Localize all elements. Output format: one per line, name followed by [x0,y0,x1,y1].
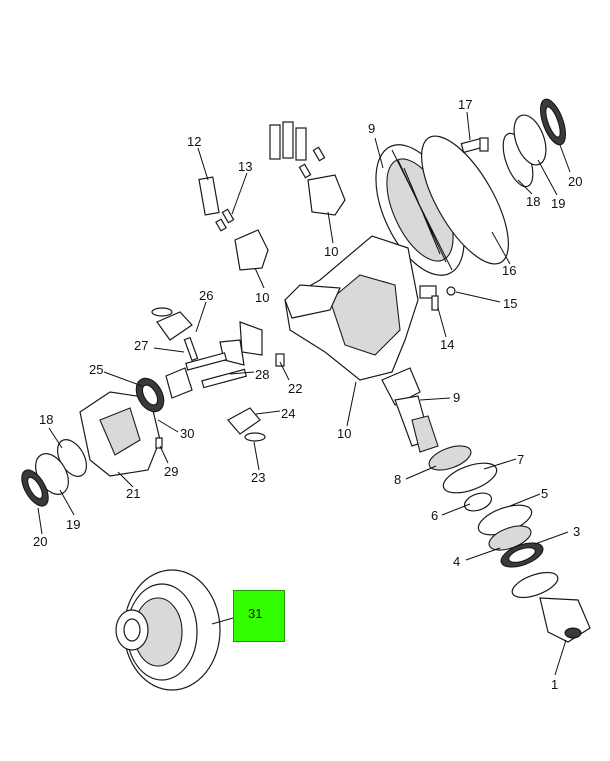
callout-23[interactable]: 23 [251,470,265,485]
callout-10-cap-middle[interactable]: 10 [324,244,338,259]
callout-19-right[interactable]: 19 [551,196,565,211]
nut-15 [446,286,456,296]
callout-19-left[interactable]: 19 [66,517,80,532]
sensor-14 [419,285,439,311]
callout-22[interactable]: 22 [288,381,302,396]
pinion-bearing-stack [428,445,544,568]
callout-13[interactable]: 13 [238,159,252,174]
carrier-housing [284,235,419,381]
bearing-cap-left [198,176,269,271]
callout-12[interactable]: 12 [187,134,201,149]
gasket-ring [420,135,510,265]
callout-10-cap-left[interactable]: 10 [255,290,269,305]
callout-10-housing[interactable]: 10 [337,426,351,441]
callout-4[interactable]: 4 [453,554,460,569]
callout-7[interactable]: 7 [517,452,524,467]
callout-15[interactable]: 15 [503,296,517,311]
callout-3[interactable]: 3 [573,524,580,539]
callout-31-label: 31 [248,606,263,621]
callout-20-left[interactable]: 20 [33,534,47,549]
pinion-gear [381,367,439,453]
callout-18-left[interactable]: 18 [39,412,53,427]
yoke [511,571,591,643]
differential-case [79,377,165,477]
left-bearing-set [21,439,88,507]
callout-8[interactable]: 8 [394,472,401,487]
callout-17[interactable]: 17 [458,97,472,112]
callout-5[interactable]: 5 [541,486,548,501]
callout-20-right[interactable]: 20 [568,174,582,189]
differential-assembly-31 [115,569,221,691]
spider-gears [151,307,285,442]
callout-24[interactable]: 24 [281,406,295,421]
callout-16[interactable]: 16 [502,263,516,278]
right-bearing-set [502,98,566,188]
callout-28[interactable]: 28 [255,367,269,382]
bearing-cap-middle [269,121,346,216]
callout-6[interactable]: 6 [431,508,438,523]
callout-27[interactable]: 27 [134,338,148,353]
callout-1[interactable]: 1 [551,677,558,692]
callout-25[interactable]: 25 [89,362,103,377]
callout-31-highlight-box[interactable]: 31 [233,590,285,642]
callout-9-pinion[interactable]: 9 [453,390,460,405]
callout-labels: 1 3 4 5 6 7 8 9 9 10 10 10 12 13 14 15 1… [33,97,582,692]
callout-9-ring-gear[interactable]: 9 [368,121,375,136]
callout-30[interactable]: 30 [180,426,194,441]
bolt-17 [460,137,489,154]
callout-14[interactable]: 14 [440,337,454,352]
callout-21[interactable]: 21 [126,486,140,501]
callout-18-right[interactable]: 18 [526,194,540,209]
leader-lines [37,111,571,676]
callout-29[interactable]: 29 [164,464,178,479]
callout-26[interactable]: 26 [199,288,213,303]
